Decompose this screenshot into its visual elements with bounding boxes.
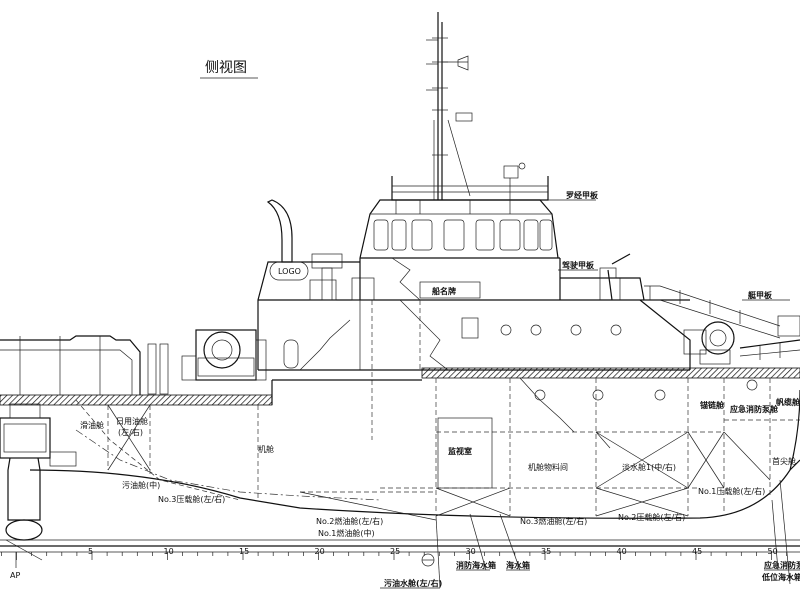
azimuth-thruster bbox=[0, 403, 77, 561]
ballast1-label: No.1压载舱(左/右) bbox=[698, 486, 765, 496]
porthole bbox=[500, 324, 512, 336]
superstructure: LOGO 船名牌 bbox=[257, 257, 691, 440]
fire-seawater-label: 消防海水箱 bbox=[456, 560, 496, 570]
window bbox=[391, 219, 407, 251]
frame-tick-label: 25 bbox=[390, 547, 400, 556]
frame-tick-label: 5 bbox=[88, 547, 93, 556]
frame-tick-label: 45 bbox=[692, 547, 702, 556]
porthole bbox=[530, 324, 542, 336]
logo-text: LOGO bbox=[278, 267, 301, 276]
exhaust-stack bbox=[266, 199, 293, 263]
windlass bbox=[683, 321, 735, 365]
porthole bbox=[592, 389, 604, 401]
porthole bbox=[746, 379, 758, 391]
hull bbox=[0, 389, 800, 547]
fuel1-label: No.1燃油舱(中) bbox=[318, 528, 375, 538]
frame-tick-label: 50 bbox=[768, 547, 778, 556]
bottom-callouts bbox=[380, 479, 800, 589]
dirty-oil-label: 污油舱(中) bbox=[122, 480, 160, 490]
daily-tank-label: 日用油舱 bbox=[116, 416, 148, 426]
frame-tick-label: 35 bbox=[541, 547, 551, 556]
porthole bbox=[610, 324, 622, 336]
porthole bbox=[654, 389, 666, 401]
nav-deck-label: 驾驶甲板 bbox=[561, 260, 595, 270]
searchlight-icon bbox=[503, 162, 526, 200]
sewage-tank-label: 污油水舱(左/右) bbox=[384, 578, 442, 588]
ballast3-label: No.3压载舱(左/右) bbox=[158, 494, 225, 504]
main-deck-aft bbox=[0, 394, 273, 406]
daily-tank-side-label: (左/右) bbox=[118, 427, 143, 437]
bosun-store-label: 帆缆舱 bbox=[776, 397, 800, 407]
ap-label: AP bbox=[10, 571, 20, 580]
frame-tick-label: 15 bbox=[239, 547, 249, 556]
window bbox=[411, 219, 433, 251]
porthole bbox=[534, 389, 546, 401]
fw-tank-label: 淡水舱1(中/右) bbox=[622, 462, 676, 472]
door bbox=[461, 317, 479, 339]
frame-tick-label: 30 bbox=[466, 547, 476, 556]
emergency-fire-pump-label: 应急消防泵舱 bbox=[730, 404, 779, 414]
main-deck-fwd bbox=[421, 367, 800, 379]
low-sea-chest-label: 低位海水箱 bbox=[761, 572, 800, 582]
window bbox=[373, 219, 389, 251]
radar-icon bbox=[455, 112, 473, 122]
sea-valve-icon bbox=[421, 553, 435, 567]
window bbox=[475, 219, 495, 251]
logo-oval bbox=[269, 261, 309, 281]
nameplate-label: 船名牌 bbox=[432, 286, 456, 296]
sea-chest-label: 海水箱 bbox=[506, 560, 530, 570]
porthole bbox=[570, 324, 582, 336]
mast bbox=[426, 12, 473, 200]
door bbox=[283, 339, 299, 369]
ballast2-label: No.2压载舱(左/右) bbox=[618, 512, 685, 522]
boat-deck-label: 艇甲板 bbox=[747, 290, 773, 300]
window bbox=[539, 219, 553, 251]
crane bbox=[599, 253, 631, 301]
horn-icon bbox=[457, 55, 469, 71]
bulkheads bbox=[107, 377, 800, 521]
frame-tick-label: 20 bbox=[315, 547, 325, 556]
fuel3-label: No.3燃油舱(左/右) bbox=[520, 516, 587, 526]
frame-tick-label: 10 bbox=[164, 547, 174, 556]
window bbox=[499, 219, 521, 251]
window bbox=[523, 219, 539, 251]
aft-deck-gear bbox=[0, 253, 375, 395]
frame-tick-label: 40 bbox=[617, 547, 627, 556]
chain-locker-label: 锚链舱 bbox=[700, 400, 725, 410]
fore-peak-label: 首尖舱 bbox=[772, 456, 796, 466]
emergency-pump-room-label: 应急消防泵舱 bbox=[764, 560, 800, 570]
forecastle bbox=[739, 315, 800, 360]
stores-label: 机舱物料间 bbox=[528, 462, 568, 472]
boat-deck-railing bbox=[644, 285, 781, 339]
sewage-room-label: 滑油舱 bbox=[80, 420, 104, 430]
frame-scale: 5 10 15 20 25 30 35 40 45 50 bbox=[0, 547, 800, 560]
wheelhouse bbox=[359, 176, 560, 259]
engine-room-label: 机舱 bbox=[258, 444, 274, 454]
window bbox=[443, 219, 465, 251]
fuel2-label: No.2燃油舱(左/右) bbox=[316, 516, 383, 526]
control-room-label: 监视室 bbox=[448, 446, 472, 456]
compass-deck-label: 罗经甲板 bbox=[566, 190, 599, 200]
view-title: 侧视图 bbox=[205, 60, 247, 76]
